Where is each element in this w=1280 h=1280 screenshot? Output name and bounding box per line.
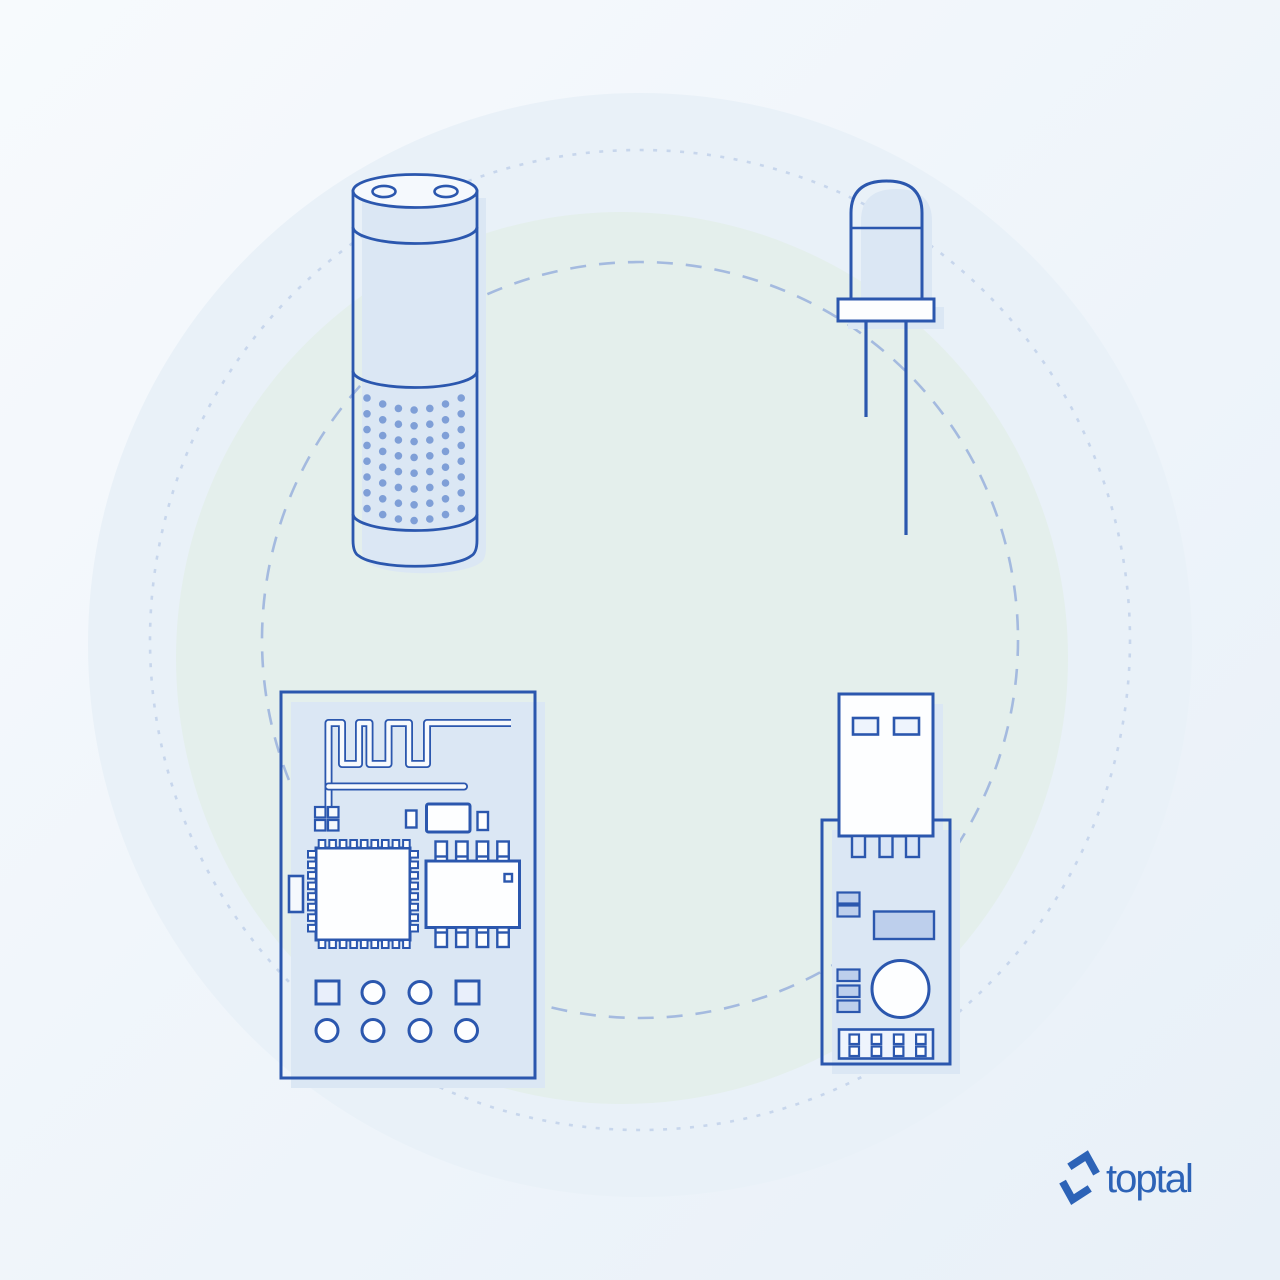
usb-plug [837, 692, 935, 838]
smd-trio [836, 968, 861, 1014]
smart-speaker-icon [351, 173, 486, 574]
speaker-grille-dots [363, 394, 466, 525]
io-pads [314, 979, 481, 1043]
wifi-module-board [279, 690, 537, 1080]
speaker-ring-grille-top [351, 370, 479, 389]
toptal-logo-text: toptal [1106, 1157, 1192, 1201]
qfp-chip-body [314, 846, 412, 942]
antenna-trace [324, 719, 511, 807]
speaker-ring-top [351, 226, 479, 245]
soic-chip-body [424, 859, 521, 929]
soic-chip-pins [434, 840, 510, 949]
usb-plug-contact-left [851, 716, 880, 736]
usb-adapter-icon [820, 692, 960, 1074]
wifi-module-pcb-icon [279, 690, 545, 1088]
led-bulb [849, 179, 924, 302]
edge-component [287, 874, 305, 914]
soic-pin1-marker [503, 872, 514, 883]
usb-plug-contact-right [892, 716, 921, 736]
antenna-feed-pads [313, 805, 340, 832]
round-component [870, 959, 931, 1019]
qfp-chip-pins [307, 839, 419, 949]
usb-plug-tabs [850, 834, 921, 859]
speaker-mic-left [371, 184, 397, 199]
toptal-logo: toptal [1059, 1150, 1194, 1205]
toptal-mark-icon [1059, 1150, 1100, 1205]
speaker-shadow [362, 198, 486, 574]
smd-chip [872, 910, 936, 941]
speaker-body [351, 189, 479, 568]
smd-pair [836, 891, 861, 918]
led-flange [836, 297, 936, 323]
passive-component-right [476, 810, 490, 832]
header-connector-pins [848, 1033, 927, 1058]
passive-component-left [404, 809, 418, 829]
dashed-orbit-inner [260, 260, 1020, 1020]
speaker-top [351, 173, 479, 209]
crystal-component [425, 802, 472, 834]
led-icon [836, 179, 944, 535]
dashed-orbit-outer [148, 148, 1132, 1132]
speaker-mic-right [433, 184, 459, 199]
speaker-ring-grille-bottom [351, 513, 479, 532]
